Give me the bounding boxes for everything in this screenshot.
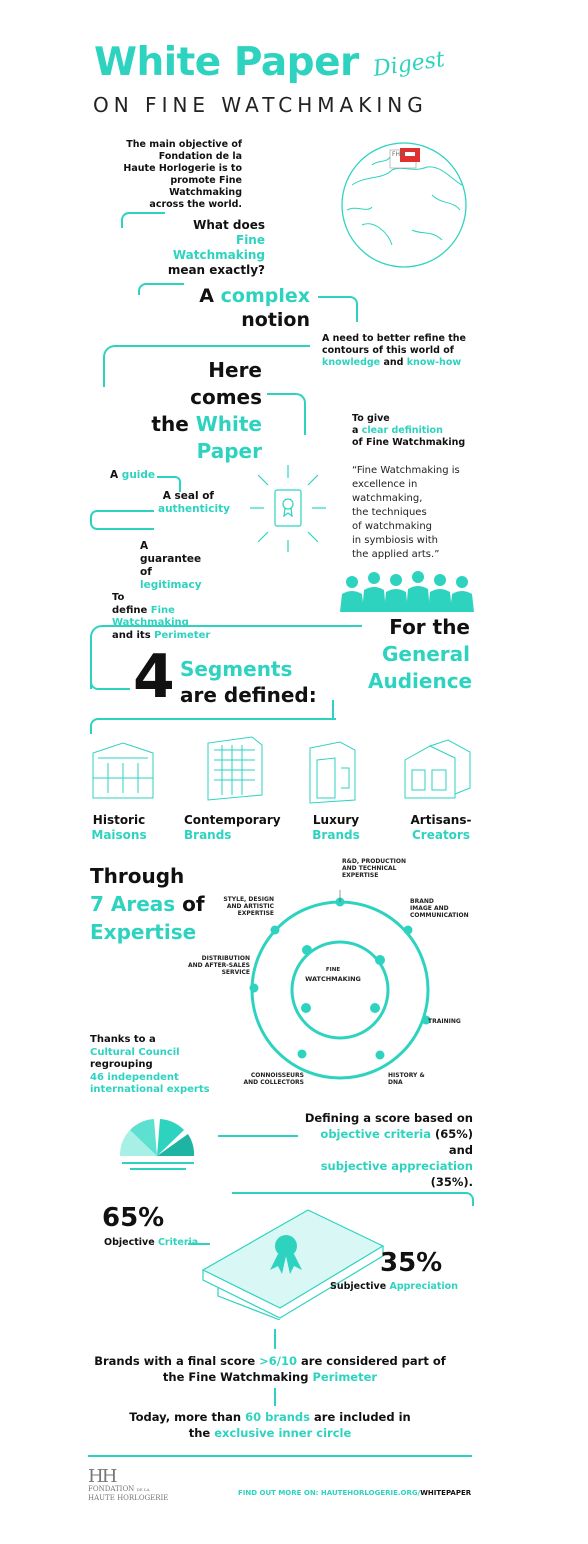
areas-heading: Through 7 Areas of Expertise <box>90 864 205 944</box>
connector-line <box>232 1192 474 1206</box>
segment-artisans: Artisans-Creators <box>410 813 472 842</box>
contemporary-building-icon <box>207 736 263 801</box>
objective-label: Objective Criteria <box>104 1237 199 1248</box>
connector-line <box>90 680 130 690</box>
area-history-label: HISTORY &DNA <box>388 1072 425 1086</box>
connector-line <box>274 1329 276 1349</box>
objective-text: The main objective of Fondation de la Ha… <box>123 139 242 210</box>
area-training-label: TRAINING <box>428 1018 461 1025</box>
general-audience-heading: For the General Audience <box>368 615 473 693</box>
cultural-council-text: Thanks to a Cultural Council regrouping … <box>90 1034 210 1095</box>
page-title: White Paper <box>94 40 359 85</box>
quote-text: “Fine Watchmaking is excellence in watch… <box>352 465 460 560</box>
guarantee-text: A guarantee of legitimacy <box>140 540 202 591</box>
circle-center-label: WATCHMAKING <box>305 975 361 983</box>
guide-text: A guide <box>110 469 156 481</box>
certificate-icon <box>201 1209 385 1320</box>
digest-label: Digest <box>371 47 447 82</box>
inner-circle-text: Today, more than 60 brands are included … <box>129 1410 411 1440</box>
circle-center-label: FINE <box>325 967 341 973</box>
connector-line <box>318 296 358 322</box>
connector-line <box>138 283 184 295</box>
final-score-text: Brands with a final score >6/10 are cons… <box>94 1354 446 1384</box>
define-text: To define Fine Watchmaking and its Perim… <box>112 592 211 641</box>
question-text: What does Fine Watchmaking mean exactly? <box>167 218 265 277</box>
connector-line <box>267 393 306 435</box>
page-subtitle: ON FINE WATCHMAKING <box>93 93 428 117</box>
segments-heading: Segments are defined: <box>180 657 317 707</box>
white-paper-heading: Here comes the White Paper <box>151 358 262 463</box>
connector-line <box>188 1243 210 1245</box>
fhh-logo-text: FONDATION DE LA HAUTE HORLOGERIE <box>88 1485 169 1502</box>
need-text: A need to better refine the contours of … <box>322 333 466 368</box>
connector-line <box>90 718 336 734</box>
connector-line <box>332 700 334 718</box>
globe-label: FHH <box>392 151 405 158</box>
connector-line <box>121 212 165 228</box>
audience-icon <box>340 571 474 612</box>
artisan-building-icon <box>404 739 471 799</box>
segments-number: 4 <box>133 642 175 712</box>
connector-line <box>274 1388 276 1406</box>
complex-notion-text: A complex notion <box>199 285 310 331</box>
footer-divider <box>88 1455 472 1457</box>
historic-building-icon <box>92 742 154 799</box>
globe-icon <box>341 142 467 268</box>
book-icon <box>250 465 326 552</box>
connector-line <box>157 476 181 492</box>
find-out-more-link[interactable]: FIND OUT MORE ON: HAUTEHORLOGERIE.ORG/WH… <box>238 1489 472 1497</box>
clear-definition-text: To give a clear definition of Fine Watch… <box>352 413 466 448</box>
connector-line <box>103 345 310 387</box>
score-gauge-icon <box>119 1119 195 1170</box>
score-text: Defining a score based on objective crit… <box>304 1111 473 1189</box>
connector-line <box>90 510 154 530</box>
luxury-building-icon <box>309 741 356 804</box>
expertise-circle-diagram <box>249 890 431 1080</box>
objective-percentage: 65% <box>102 1203 165 1233</box>
seal-text: A seal of authenticity <box>158 490 230 515</box>
connector-line <box>218 1135 298 1137</box>
subjective-percentage: 35% <box>380 1248 443 1278</box>
fhh-logo-mark: HH <box>88 1466 117 1487</box>
subjective-label: Subjective Appreciation <box>330 1281 458 1292</box>
connector-line <box>90 625 362 689</box>
